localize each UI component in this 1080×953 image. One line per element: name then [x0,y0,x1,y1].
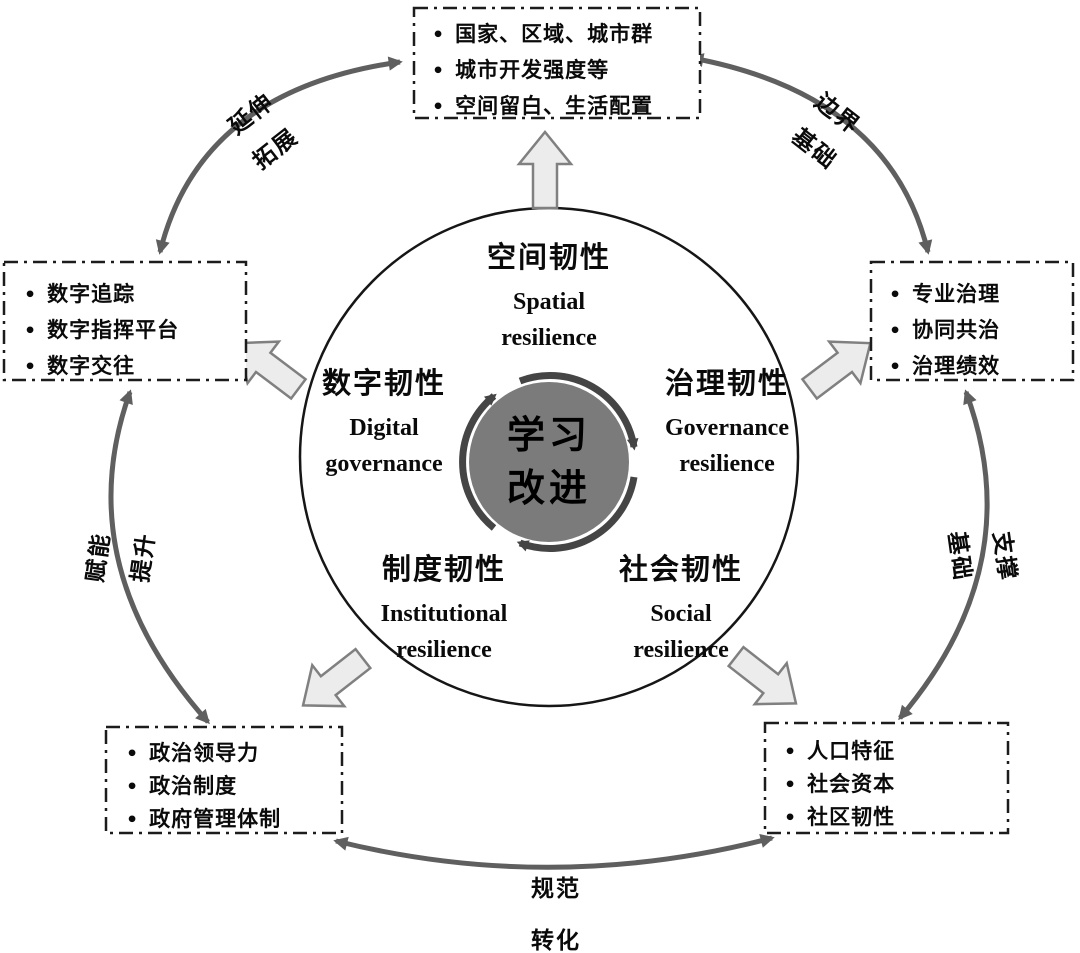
list-item: • 治理绩效 [889,349,1000,385]
list-item: • 数字指挥平台 [24,313,179,349]
detail-box-bottom-left-content: • 政治领导力 • 政治制度 • 政府管理体制 [126,737,281,836]
list-item-label: 治理绩效 [912,354,1001,378]
sector-zh-label: 制度韧性 [381,552,507,586]
list-item: • 政治领导力 [126,737,281,770]
bullet-icon: • [24,356,38,378]
bullet-icon: • [126,809,140,831]
block-arrow-top [516,130,574,210]
sector-social-resilience: 社会韧性 Social resilience [619,546,743,668]
bullet-icon: • [784,774,798,796]
detail-box-right [869,260,1075,382]
sector-en-label: Digital [349,415,419,441]
relation-arc-right [898,389,990,721]
list-item-label: 国家、区域、城市群 [455,22,654,46]
sector-en-label: resilience [679,451,775,477]
sector-spatial-resilience: 空间韧性 Spatial resilience [487,234,611,356]
center-line: 改进 [506,466,592,510]
bullet-icon: • [126,776,140,798]
bullet-icon: • [889,320,903,342]
list-item-label: 数字指挥平台 [47,318,180,342]
sector-institutional-resilience: 制度韧性 Institutional resilience [381,546,508,668]
relation-label-regulate: 规范 [531,876,581,902]
relation-label-enhance: 提升 [127,530,161,584]
bullet-icon: • [126,743,140,765]
list-item-label: 政府管理体制 [149,807,282,831]
detail-box-top [412,6,702,120]
relation-arc-left [108,389,210,725]
sector-en-label: Social [650,601,712,627]
detail-box-left-content: • 数字追踪 • 数字指挥平台 • 数字交往 [24,277,179,385]
list-item-label: 人口特征 [807,739,896,763]
block-arrow-right [800,340,872,401]
sector-en-label: Governance [665,415,789,441]
sector-zh-label: 数字韧性 [321,366,447,400]
bullet-icon: • [432,60,446,82]
list-item: • 人口特征 [784,735,895,768]
sector-en-label: governance [325,451,443,477]
list-item-label: 城市开发强度等 [455,58,610,82]
center-learning-improvement-label: 学习 改进 [507,409,591,515]
list-item: • 数字追踪 [24,277,179,313]
block-arrow-bottom-left [301,647,373,708]
center-circle [469,382,629,542]
sector-en-label: Institutional [380,601,508,627]
list-item-label: 社会资本 [807,772,896,796]
bullet-icon: • [784,807,798,829]
list-item: • 政府管理体制 [126,803,281,836]
detail-box-right-content: • 专业治理 • 协同共治 • 治理绩效 [889,277,1000,385]
relation-arc-top-right [689,53,933,255]
list-item: • 政治制度 [126,770,281,803]
sector-en-label: resilience [633,637,729,663]
center-line: 学习 [506,412,592,457]
list-item-label: 数字交往 [47,354,136,378]
list-item-label: 政治领导力 [149,741,260,765]
detail-box-left [2,260,248,382]
list-item-label: 空间留白、生活配置 [455,94,654,118]
bullet-icon: • [432,96,446,118]
list-item: • 协同共治 [889,313,1000,349]
relation-arc-top-left [155,56,403,255]
block-arrow-left [236,340,308,401]
relation-label-empower: 赋能 [82,530,116,584]
list-item: • 城市开发强度等 [432,53,653,89]
bullet-icon: • [432,24,446,46]
sector-zh-label: 空间韧性 [486,240,612,274]
list-item: • 数字交往 [24,349,179,385]
block-arrow-bottom-right [726,645,798,706]
sector-digital-resilience: 数字韧性 Digital governance [322,360,446,482]
list-item-label: 专业治理 [912,282,1001,306]
bullet-icon: • [889,356,903,378]
detail-box-bottom-right [763,721,1010,835]
detail-box-bottom-right-content: • 人口特征 • 社会资本 • 社区韧性 [784,735,895,834]
bullet-icon: • [24,284,38,306]
relation-label-support: 支撑 [987,529,1021,583]
cycle-arrow-1 [518,372,639,451]
sector-en-label: Spatial [512,289,586,315]
relation-label-basis-right: 基础 [942,529,976,583]
list-item-label: 社区韧性 [807,805,896,829]
list-item-label: 协同共治 [912,318,1001,342]
bullet-icon: • [24,320,38,342]
detail-box-bottom-left [104,725,344,835]
sector-zh-label: 治理韧性 [664,366,790,400]
list-item-label: 数字追踪 [47,282,136,306]
list-item: • 社会资本 [784,768,895,801]
sector-en-label: resilience [501,325,597,351]
list-item: • 国家、区域、城市群 [432,17,653,53]
list-item: • 专业治理 [889,277,1000,313]
list-item: • 社区韧性 [784,801,895,834]
sector-zh-label: 社会韧性 [618,552,744,586]
relation-label-transform: 转化 [531,928,581,953]
cycle-arrow-2 [516,476,638,552]
relation-arc-bottom [333,833,775,870]
cycle-arrow-3 [459,393,497,531]
sector-en-label: resilience [396,637,492,663]
bullet-icon: • [784,741,798,763]
detail-box-top-content: • 国家、区域、城市群 • 城市开发强度等 • 空间留白、生活配置 [432,17,653,125]
list-item: • 空间留白、生活配置 [432,89,653,125]
list-item-label: 政治制度 [149,774,238,798]
sector-governance-resilience: 治理韧性 Governance resilience [665,360,789,482]
bullet-icon: • [889,284,903,306]
